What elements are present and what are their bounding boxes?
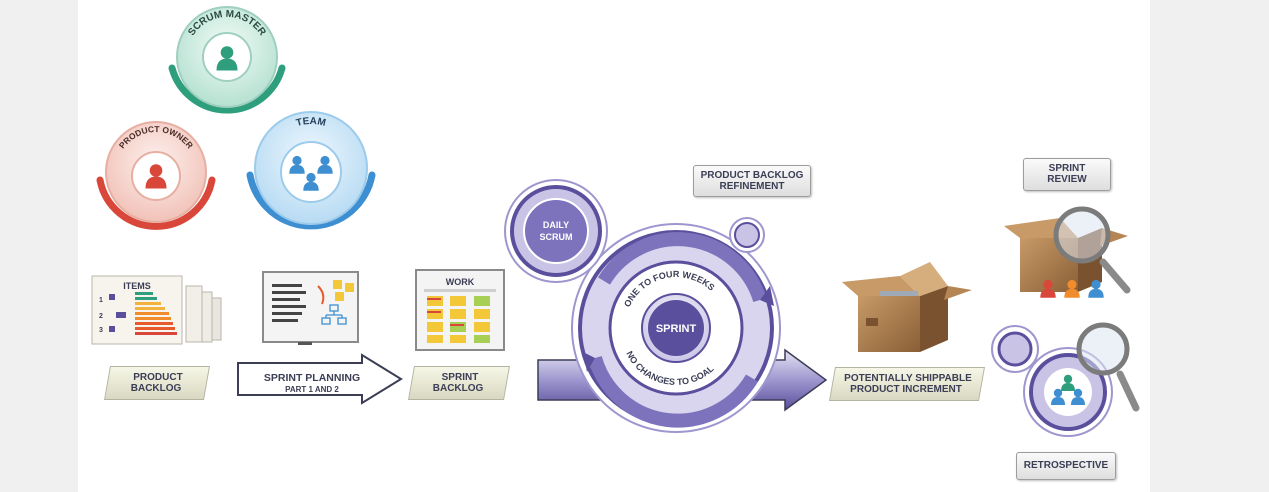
retrospective-graphic bbox=[991, 322, 1140, 437]
daily-scrum-line1: DAILY bbox=[543, 220, 569, 230]
daily-scrum-line2: SCRUM bbox=[540, 232, 573, 242]
sprint-planning-label: SPRINT PLANNING bbox=[264, 372, 360, 384]
product-owner-role bbox=[96, 121, 216, 230]
sprint-review-label: SPRINT REVIEW bbox=[1023, 158, 1111, 191]
daily-scrum-circle bbox=[504, 179, 608, 283]
product-backlog-items bbox=[91, 275, 222, 345]
potentially-shippable-increment-label: POTENTIALLY SHIPPABLE PRODUCT INCREMENT bbox=[829, 367, 985, 401]
cardboard-box-icon bbox=[842, 262, 972, 352]
magnifier-icon bbox=[1053, 206, 1131, 294]
team-role bbox=[246, 111, 376, 230]
sprint-cycle bbox=[571, 223, 781, 433]
item-number-3: 3 bbox=[99, 327, 103, 334]
sprint-review-graphic bbox=[1004, 206, 1131, 298]
sprint-backlog-label: SPRINT BACKLOG bbox=[408, 366, 510, 400]
retrospective-label: RETROSPECTIVE bbox=[1016, 452, 1116, 480]
sprint-planning-board bbox=[262, 271, 359, 345]
right-side-band bbox=[1150, 0, 1269, 492]
product-backlog-label: PRODUCT BACKLOG bbox=[104, 366, 210, 400]
backlog-refinement-label: PRODUCT BACKLOG REFINEMENT bbox=[693, 165, 811, 197]
sprint-center-label: SPRINT bbox=[656, 323, 697, 335]
items-header: ITEMS bbox=[123, 281, 151, 291]
magnifier-icon bbox=[1076, 322, 1140, 412]
work-header: WORK bbox=[446, 277, 475, 287]
left-side-band bbox=[0, 0, 78, 492]
sprint-backlog-board bbox=[415, 269, 505, 351]
item-number-1: 1 bbox=[99, 297, 103, 304]
sprint-planning-arrow bbox=[237, 353, 403, 405]
team-title: TEAM bbox=[295, 116, 327, 129]
item-number-2: 2 bbox=[99, 313, 103, 320]
refinement-small-circle bbox=[729, 217, 765, 253]
scrum-master-role bbox=[168, 6, 286, 114]
sprint-planning-sublabel: PART 1 AND 2 bbox=[285, 385, 339, 394]
